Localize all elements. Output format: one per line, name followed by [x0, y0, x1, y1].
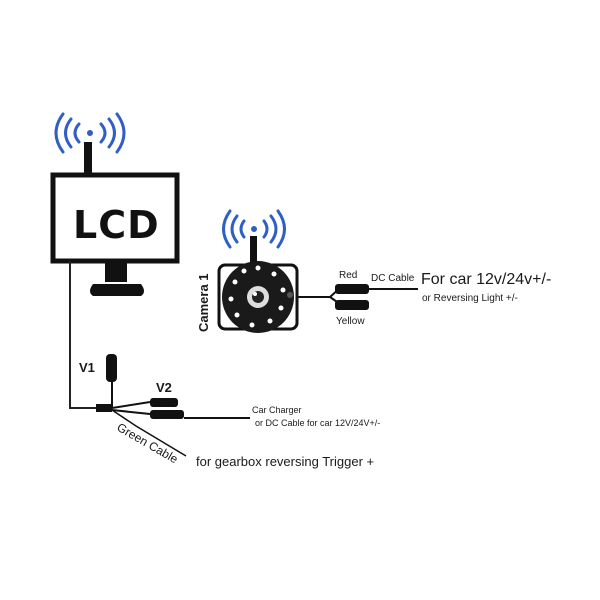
power-label: For car 12v/24v+/- [421, 271, 552, 288]
v1-connector-icon [106, 354, 117, 382]
red-label: Red [339, 270, 358, 281]
alt-power-label: or Reversing Light +/- [422, 293, 518, 304]
v2-connector-icon [111, 398, 184, 419]
monitor-wifi-icon [54, 112, 126, 154]
camera-wifi-icon [222, 209, 286, 249]
red-connector-icon [335, 284, 369, 294]
green-cable-wire [111, 409, 187, 457]
lcd-monitor [50, 172, 180, 264]
monitor-neck [105, 262, 127, 282]
yellow-connector-icon [335, 300, 369, 310]
camera-ir-leds [228, 265, 286, 328]
charger-label-line2: or DC Cable for car 12V/24V+/- [255, 418, 381, 428]
monitor-cable [69, 261, 112, 409]
yellow-label: Yellow [336, 316, 365, 327]
lcd-label: LCD [73, 203, 160, 247]
camera-label: Camera 1 [196, 273, 211, 332]
v2-label: V2 [156, 380, 172, 395]
camera-sensor [287, 292, 293, 298]
v1-label: V1 [79, 360, 95, 375]
dc-cable-label: DC Cable [371, 273, 415, 284]
monitor-antenna-icon [84, 142, 92, 176]
monitor-stand [90, 284, 144, 296]
trigger-label: for gearbox reversing Trigger + [196, 454, 375, 469]
camera-antenna-icon [250, 236, 257, 268]
junction-block [96, 404, 112, 412]
charger-label-line1: Car Charger [252, 405, 302, 415]
